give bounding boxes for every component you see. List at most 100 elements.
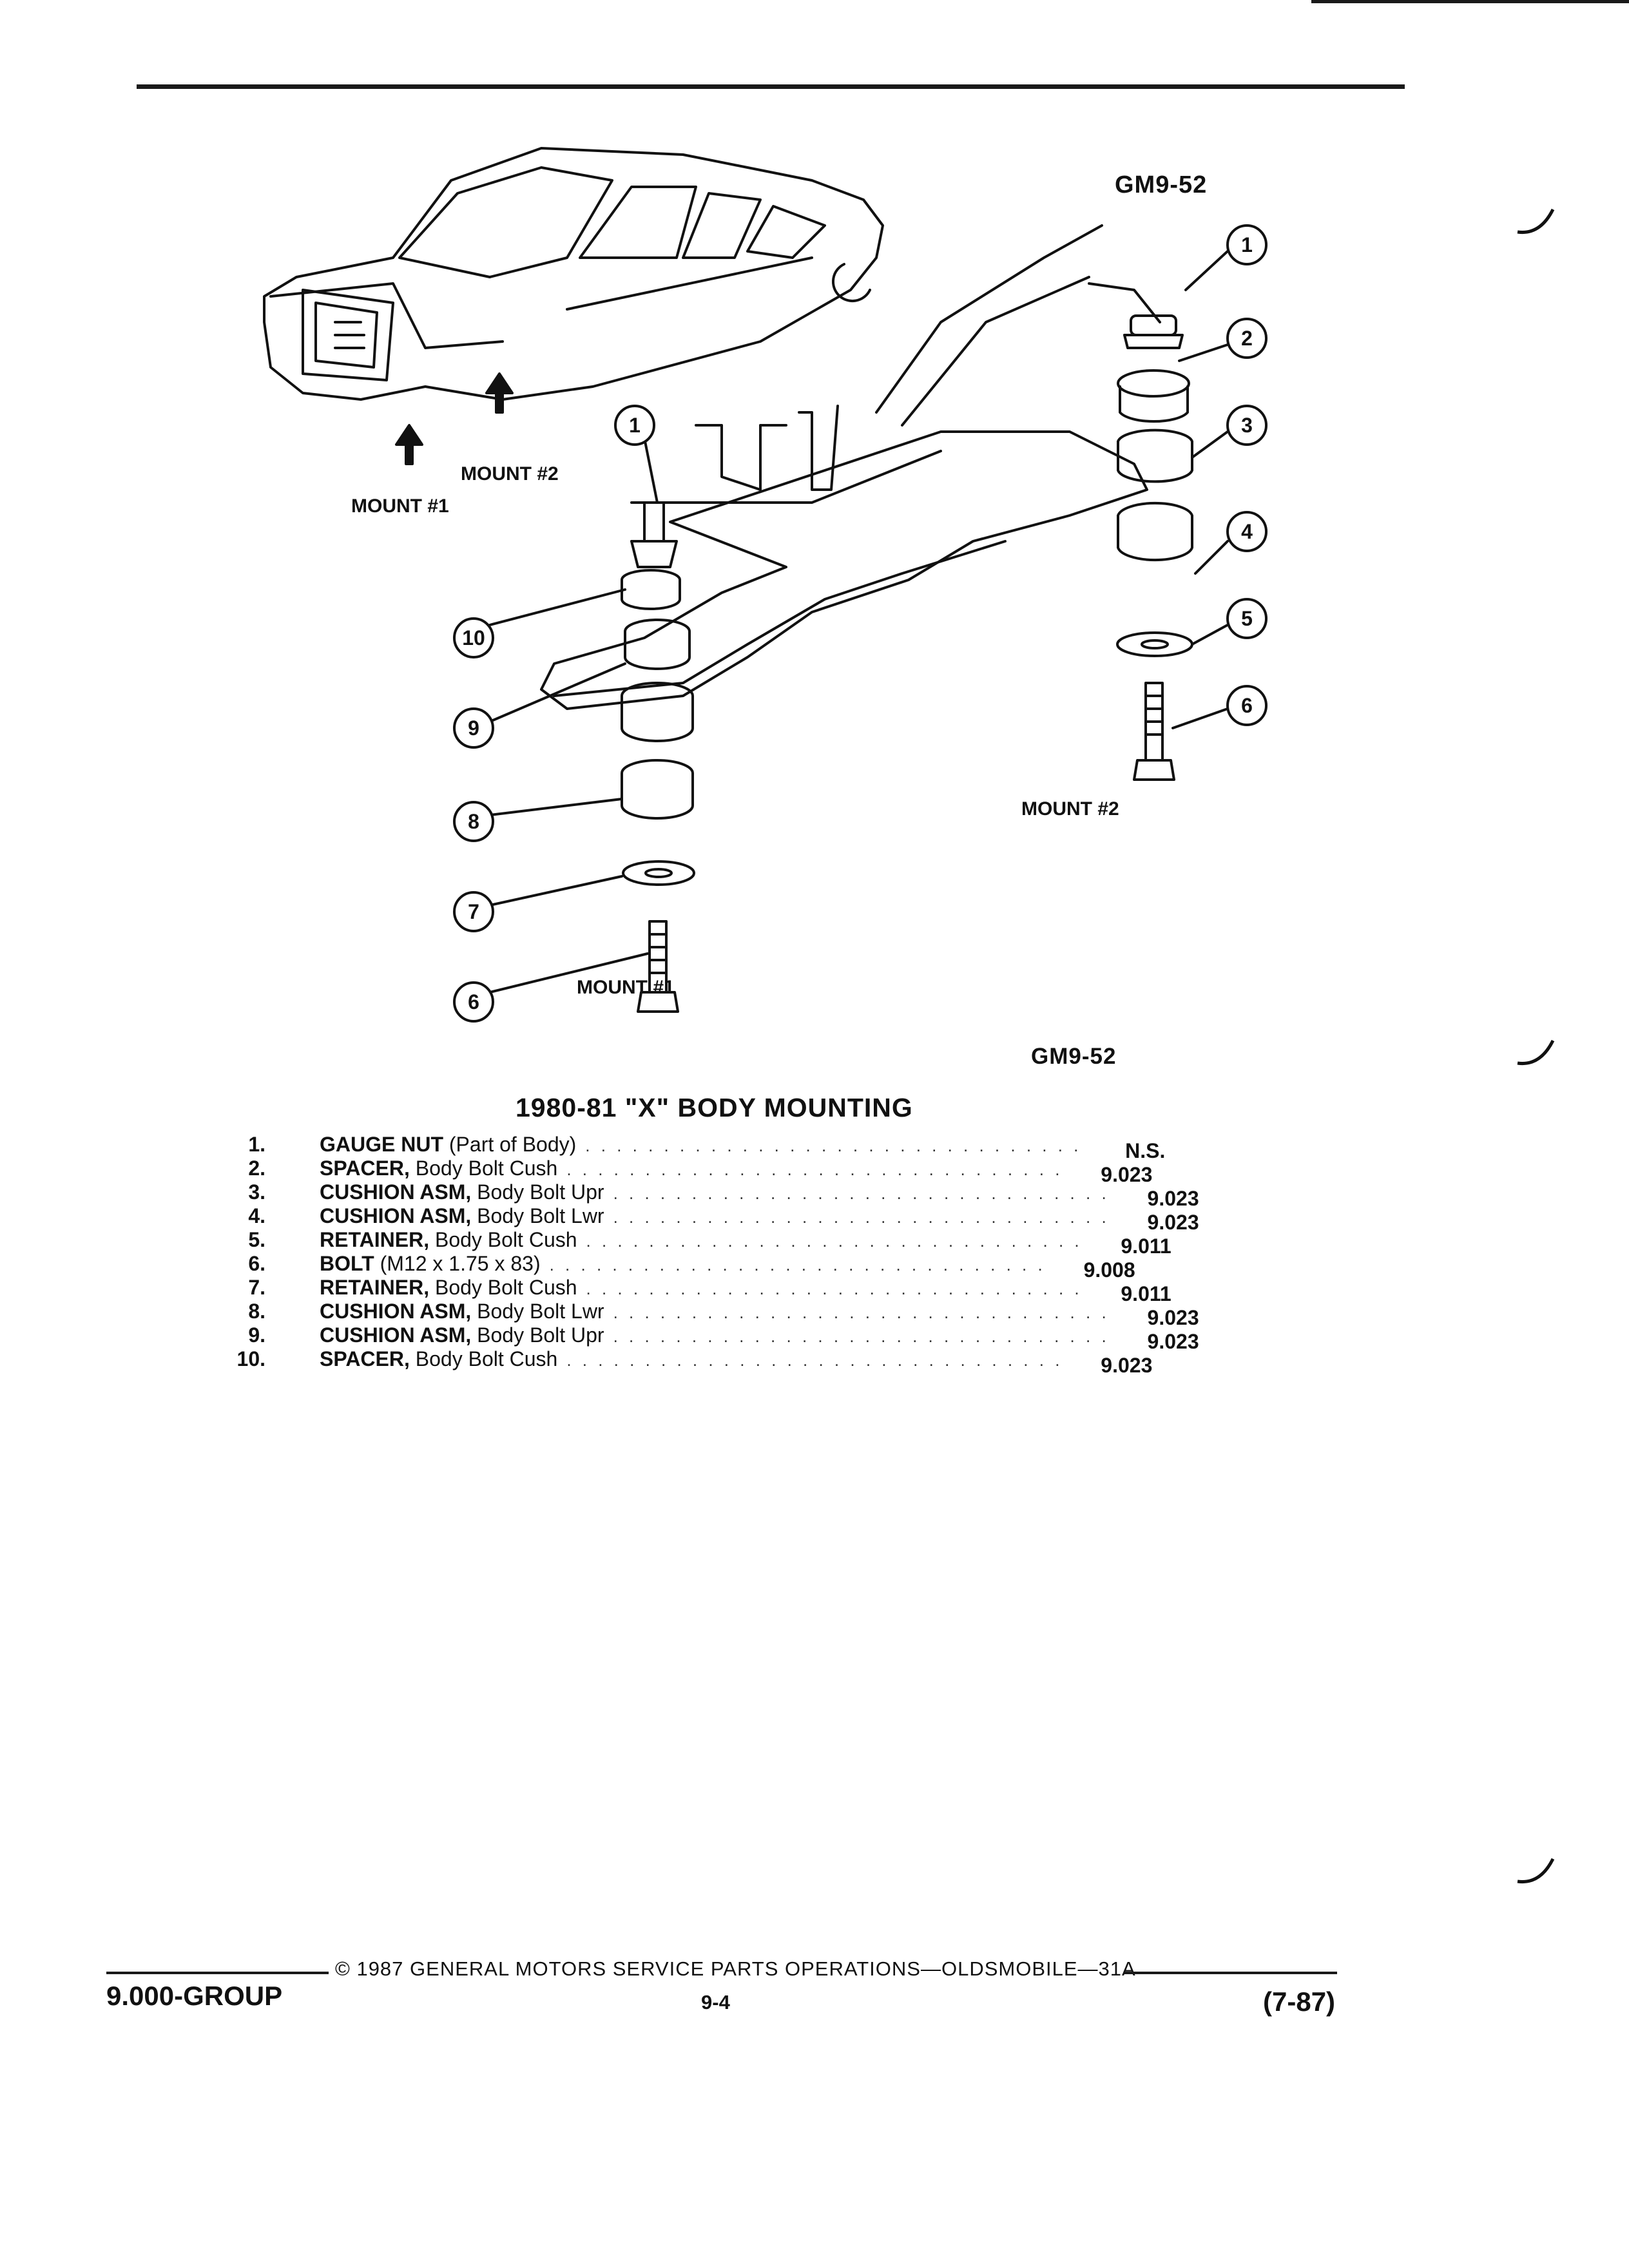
callout-6-mount1 xyxy=(453,981,494,1023)
part-name: CUSHION ASM, xyxy=(320,1300,472,1323)
parts-row: 4.CUSHION ASM, Body Bolt Lwr. . . . . . … xyxy=(213,1204,1244,1234)
frame-rails xyxy=(540,224,1161,710)
edge-mark xyxy=(1517,1858,1555,1884)
label-mount-1-exploded: MOUNT #1 xyxy=(577,977,675,998)
parts-row: 5. RETAINER, Body Bolt Cush . . . . . . . … xyxy=(213,1228,1244,1258)
part-group-number: 9.023 xyxy=(1147,1330,1199,1353)
dot-leader: . . . . . . . . . . . . . . . . . . . . … xyxy=(613,1327,1116,1346)
callout-3 xyxy=(1226,405,1268,446)
parts-row: 10. SPACER, Body Bolt Cush . . . . . . . .… xyxy=(213,1347,1244,1377)
corner-rule xyxy=(1311,0,1629,3)
callout-4-text: 4 xyxy=(1241,520,1253,543)
part-detail: Body Bolt Cush xyxy=(434,1276,577,1299)
label-mount-1-overview: MOUNT #1 xyxy=(351,495,449,517)
part-group-number: 9.023 xyxy=(1101,1354,1153,1377)
callout-2 xyxy=(1226,318,1268,359)
part-group-number: 9.023 xyxy=(1147,1211,1199,1234)
callout-3-text: 3 xyxy=(1241,414,1253,437)
callout-7-text: 7 xyxy=(468,900,479,923)
callout-7 xyxy=(453,891,494,932)
part-detail: (M12 x 1.75 x 83) xyxy=(380,1252,541,1275)
part-name: GAUGE NUT xyxy=(320,1133,443,1156)
part-description: BOLT (M12 x 1.75 x 83) xyxy=(320,1252,541,1276)
part-detail: Body Bolt Cush xyxy=(415,1157,558,1180)
callout-1-mount2-text: 1 xyxy=(1241,233,1253,256)
callout-1-mount1-text: 1 xyxy=(629,414,641,437)
figure-code-top: GM9-52 xyxy=(1115,171,1208,198)
part-detail: Body Bolt Upr xyxy=(477,1323,604,1347)
dot-leader: . . . . . . . . . . . . . . . . . . . . … xyxy=(549,1255,1052,1274)
part-group-number: 9.008 xyxy=(1083,1258,1135,1282)
part-name: RETAINER, xyxy=(320,1228,430,1251)
callout-2-text: 2 xyxy=(1241,327,1253,350)
callout-1-mount1 xyxy=(614,405,655,446)
edge-mark xyxy=(1517,1039,1555,1066)
callout-6-mount2-text: 6 xyxy=(1241,694,1253,717)
part-name: SPACER, xyxy=(320,1157,410,1180)
part-detail: Body Bolt Lwr xyxy=(477,1300,604,1323)
dot-leader: . . . . . . . . . . . . . . . . . . . . … xyxy=(566,1160,1069,1179)
part-group-number: N.S. xyxy=(1125,1139,1166,1162)
part-name: CUSHION ASM, xyxy=(320,1180,472,1204)
part-number: 10. xyxy=(236,1347,265,1370)
dot-leader: . . . . . . . . . . . . . . . . . . . . … xyxy=(586,1231,1089,1251)
part-description: CUSHION ASM, Body Bolt Upr xyxy=(320,1323,604,1347)
parts-row: 9. CUSHION ASM, Body Bolt Upr . . . . . . … xyxy=(213,1323,1244,1353)
footer-copyright: © 1987 GENERAL MOTORS SERVICE PARTS OPER… xyxy=(335,1957,1136,1980)
part-number: 8. xyxy=(248,1300,265,1323)
callout-1-mount2 xyxy=(1226,224,1268,265)
part-description: SPACER, Body Bolt Cush xyxy=(320,1157,557,1180)
label-mount-2-exploded: MOUNT #2 xyxy=(1021,798,1119,820)
body-mounting-illustration: 1 2 3 4 5 6 1 10 9 8 7 6 MOUNT #2 MOUNT … xyxy=(263,147,1268,1023)
part-number: 5. xyxy=(248,1228,265,1251)
part-name: CUSHION ASM, xyxy=(320,1204,472,1227)
callout-10 xyxy=(453,617,494,658)
callout-9-text: 9 xyxy=(468,716,479,740)
dot-leader: . . . . . . . . . . . . . . . . . . . . … xyxy=(613,1303,1116,1322)
part-number: 3. xyxy=(248,1180,265,1204)
parts-row: 1. GAUGE NUT (Part of Body) . . . . . . . … xyxy=(213,1133,1244,1162)
callout-6-mount2 xyxy=(1226,685,1268,726)
callout-5-text: 5 xyxy=(1241,607,1253,630)
parts-list: 1. GAUGE NUT (Part of Body) . . . . . . . … xyxy=(213,1133,1244,1377)
part-detail: (Part of Body) xyxy=(448,1133,577,1156)
mount-1-stack xyxy=(621,501,695,1013)
footer-date-code: (7-87) xyxy=(1263,1986,1336,2017)
dot-leader: . . . . . . . . . . . . . . . . . . . . … xyxy=(613,1184,1116,1203)
mount-2-stack xyxy=(1116,314,1193,781)
part-detail: Body Bolt Cush xyxy=(434,1228,577,1251)
part-detail: Body Bolt Upr xyxy=(477,1180,604,1204)
part-group-number: 9.011 xyxy=(1121,1235,1171,1258)
callout-4 xyxy=(1226,511,1268,552)
part-number: 7. xyxy=(248,1276,265,1299)
edge-mark xyxy=(1517,208,1555,235)
dot-leader: . . . . . . . . . . . . . . . . . . . . … xyxy=(585,1136,1088,1155)
car-body-overview xyxy=(263,147,884,401)
figure-code-bottom: GM9-52 xyxy=(1031,1044,1117,1069)
footer-rule-left xyxy=(106,1972,329,1974)
part-number: 1. xyxy=(248,1133,265,1156)
parts-row: 6. BOLT (M12 x 1.75 x 83) . . . . . . . . … xyxy=(213,1252,1244,1282)
label-mount-2-overview: MOUNT #2 xyxy=(461,463,559,485)
section-title: 1980-81 "X" BODY MOUNTING xyxy=(516,1093,913,1122)
parts-row: 8. CUSHION ASM, Body Bolt Lwr . . . . . . … xyxy=(213,1300,1244,1329)
part-description: RETAINER, Body Bolt Cush xyxy=(320,1276,577,1300)
part-group-number: 9.023 xyxy=(1147,1306,1199,1329)
part-number: 9. xyxy=(248,1323,265,1347)
part-name: SPACER, xyxy=(320,1347,410,1370)
callout-8-text: 8 xyxy=(468,810,479,833)
part-number: 4. xyxy=(248,1204,265,1227)
header-rule xyxy=(137,84,1405,89)
footer-group-label: 9.000-GROUP xyxy=(106,1981,283,2011)
footer-rule-right xyxy=(1124,1972,1337,1974)
dot-leader: . . . . . . . . . . . . . . . . . . . . … xyxy=(566,1350,1069,1370)
part-detail: Body Bolt Cush xyxy=(415,1347,558,1370)
callout-8 xyxy=(453,801,494,842)
callout-6-mount1-text: 6 xyxy=(468,990,479,1014)
part-number: 6. xyxy=(248,1252,265,1275)
callout-10-text: 10 xyxy=(462,626,485,649)
callout-5 xyxy=(1226,598,1268,639)
part-name: RETAINER, xyxy=(320,1276,430,1299)
dot-leader: . . . . . . . . . . . . . . . . . . . . … xyxy=(613,1207,1116,1227)
part-description: GAUGE NUT (Part of Body) xyxy=(320,1133,576,1157)
